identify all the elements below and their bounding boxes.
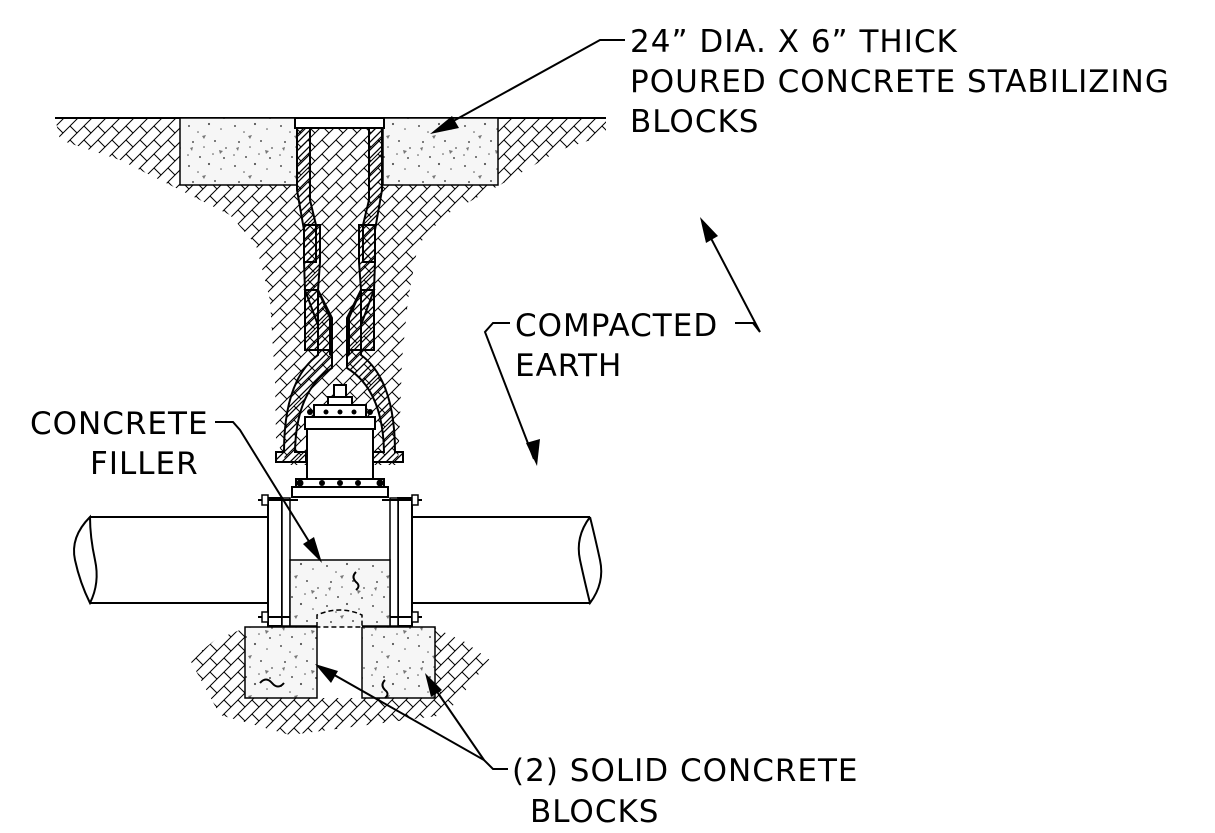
label-compacted-earth-line2: EARTH (515, 348, 622, 384)
leader-solid-blocks (315, 664, 508, 770)
stabilizing-block-left (179, 117, 298, 186)
label-stabilizing-blocks-line3: BLOCKS (630, 104, 760, 140)
label-solid-blocks-line1: (2) SOLID CONCRETE (512, 753, 859, 789)
label-concrete-filler-line2: FILLER (90, 446, 199, 482)
block-center-fill (316, 609, 363, 628)
label-solid-blocks-line2: BLOCKS (530, 794, 660, 830)
label-compacted-earth-line1: COMPACTED (515, 308, 718, 344)
solid-concrete-block-left (244, 626, 318, 699)
leader-stabilizing-blocks (430, 39, 625, 134)
leader-concrete-filler (215, 421, 322, 563)
solid-concrete-block-right (361, 626, 436, 699)
leader-compacted-earth (483, 217, 761, 466)
main-pipe (73, 514, 603, 606)
compacted-earth-upper (55, 118, 606, 465)
concrete-filler-crack (352, 571, 360, 591)
label-stabilizing-blocks-line2: POURED CONCRETE STABILIZING (630, 64, 1170, 100)
label-stabilizing-blocks-line1: 24” DIA. X 6” THICK (630, 24, 958, 60)
gate-valve (291, 384, 389, 498)
label-concrete-filler-line1: CONCRETE (30, 406, 209, 442)
compacted-earth-lower (190, 628, 490, 735)
